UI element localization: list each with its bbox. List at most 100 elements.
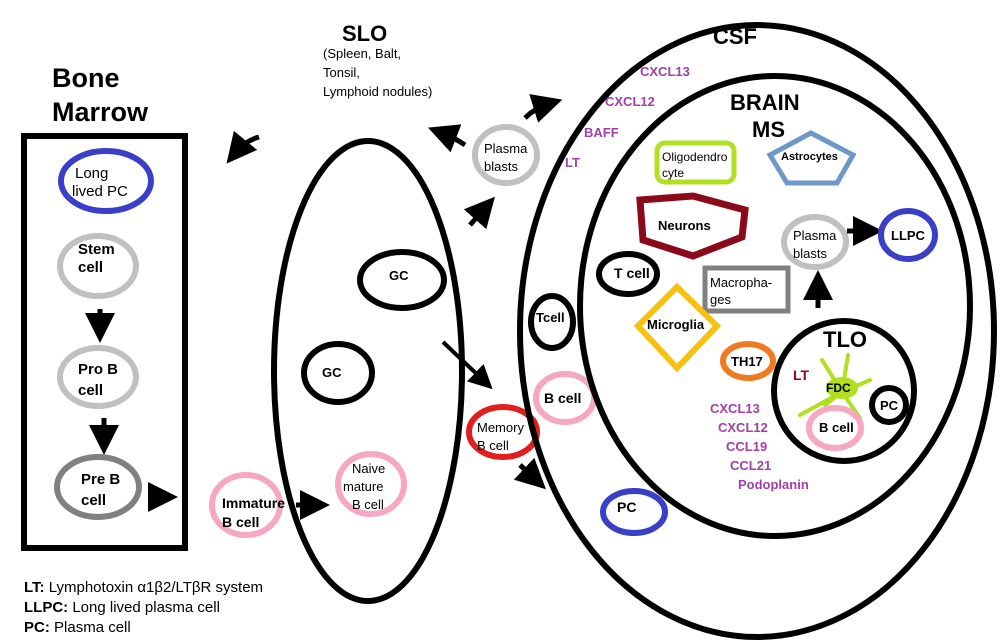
memory-to-csf-arrow <box>513 457 546 490</box>
naive-mature-b-cell <box>335 451 407 517</box>
brain-t-cell <box>596 251 660 297</box>
slo-to-bone-marrow-arrow <box>226 130 260 164</box>
plasma-to-slo-arrow <box>428 124 467 153</box>
plasma-blasts-brain-label-1: Plasma <box>793 228 837 243</box>
tlo-lt-label: LT <box>793 367 810 383</box>
fdc-label: FDC <box>826 381 851 395</box>
plasma-blasts-periphery-label-1: Plasma <box>484 141 528 156</box>
pre-b-cell <box>54 454 142 520</box>
memory-b-cell-label-1: Memory <box>477 420 524 435</box>
slo-subtitle-1: (Spleen, Balt, <box>323 46 401 61</box>
stem-cell <box>57 233 139 299</box>
tlo-b-cell-label: B cell <box>819 420 854 435</box>
slo-subtitle-2: Tonsil, <box>323 65 360 80</box>
th17-cell <box>720 341 776 381</box>
bone-marrow-title-line2: Marrow <box>52 97 149 127</box>
csf-t-cell <box>528 293 576 351</box>
brain-chemokine-ccl21: CCL21 <box>730 458 771 473</box>
legend-abbr-llpc: LLPC: <box>24 599 69 616</box>
plasma-to-csf-arrow <box>523 94 563 123</box>
csf-chemokine-baff: BAFF <box>584 125 619 140</box>
csf-title: CSF <box>713 24 757 49</box>
astrocytes-label: Astrocytes <box>781 151 838 163</box>
csf-pc <box>600 488 668 536</box>
legend-row-llpc: LLPC: Long lived plasma cell <box>24 598 263 618</box>
csf-chemokine-cxcl13: CXCL13 <box>640 64 690 79</box>
llpc-cell <box>878 208 938 262</box>
csf-chemokine-lt: LT <box>565 155 580 170</box>
plasma-blasts-brain-label-2: blasts <box>793 246 827 261</box>
macrophages-label-1: Macropha- <box>710 275 772 290</box>
fdc-shape <box>798 353 872 420</box>
astrocytes-shape <box>766 130 857 186</box>
tlo-title: TLO <box>823 327 867 352</box>
bone-marrow-box <box>21 133 188 551</box>
oligodendrocyte-label-2: cyte <box>662 166 684 180</box>
slo-ellipse <box>271 138 465 604</box>
bone-marrow-title-line1: Bone <box>52 63 120 93</box>
immature-b-cell-label-2: B cell <box>222 514 259 530</box>
immature-b-cell-label-1: Immature <box>222 495 285 511</box>
tlo-pc <box>869 385 909 425</box>
stem-cell-label-2: cell <box>78 259 103 276</box>
long-lived-pc-label-2: lived PC <box>72 183 128 200</box>
brain-title-line1: BRAIN <box>730 90 800 115</box>
slo-to-plasma-arrow <box>463 196 495 230</box>
pre-b-cell-label-2: cell <box>81 492 106 509</box>
th17-label: TH17 <box>731 354 763 369</box>
naive-mature-b-cell-label-2: mature <box>343 479 383 494</box>
legend-row-lt: LT: Lymphotoxin α1β2/LTβR system <box>24 578 263 598</box>
slo-subtitle-3: Lymphoid nodules) <box>323 84 432 99</box>
legend-abbr-lt: LT: <box>24 579 45 596</box>
oligodendrocyte-shape <box>654 140 737 185</box>
gc-upper <box>357 249 447 311</box>
naive-mature-b-cell-label-1: Naive <box>352 461 385 476</box>
legend-abbr-pc: PC: <box>24 619 50 636</box>
legend-text-llpc: Long lived plasma cell <box>72 599 220 616</box>
plasma-blasts-periphery <box>472 124 540 186</box>
slo-title: SLO <box>342 21 387 46</box>
neurons-shape <box>636 192 749 260</box>
microglia-shape <box>633 282 722 373</box>
csf-pc-label: PC <box>617 499 636 515</box>
macrophages-shape <box>702 265 791 314</box>
gc-to-memory-arrow <box>441 340 493 390</box>
legend: LT: Lymphotoxin α1β2/LTβR system LLPC: L… <box>24 578 263 638</box>
csf-b-cell-label: B cell <box>544 390 581 406</box>
plasma-blasts-periphery-label-2: blasts <box>484 159 518 174</box>
pre-b-cell-label-1: Pre B <box>81 471 120 488</box>
csf-t-cell-label: Tcell <box>536 310 565 325</box>
memory-b-cell-label-2: B cell <box>477 438 509 453</box>
naive-mature-b-cell-label-3: B cell <box>352 497 384 512</box>
brain-chemokine-ccl19: CCL19 <box>726 439 767 454</box>
pro-b-cell-label-1: Pro B <box>78 361 118 378</box>
brain-chemokine-cxcl12: CXCL12 <box>718 420 768 435</box>
long-lived-pc-label-1: Long <box>75 165 108 182</box>
tlo-pc-label: PC <box>880 398 899 413</box>
brain-chemokine-cxcl13: CXCL13 <box>710 401 760 416</box>
stem-cell-label-1: Stem <box>78 241 115 258</box>
legend-text-pc: Plasma cell <box>54 619 131 636</box>
brain-ellipse <box>577 73 973 539</box>
neurons-label: Neurons <box>658 218 711 233</box>
long-lived-pc-cell <box>58 148 154 214</box>
gc-upper-label: GC <box>389 268 409 283</box>
tlo-b-cell <box>806 405 864 451</box>
tlo-circle <box>771 318 917 464</box>
memory-b-cell <box>466 404 540 460</box>
brain-t-cell-label: T cell <box>614 265 650 281</box>
csf-ellipse <box>517 22 997 640</box>
csf-chemokine-cxcl12: CXCL12 <box>605 94 655 109</box>
llpc-label: LLPC <box>891 228 926 243</box>
pro-b-cell <box>57 345 139 409</box>
macrophages-label-2: ges <box>710 292 731 307</box>
legend-row-pc: PC: Plasma cell <box>24 618 263 638</box>
oligodendrocyte-label-1: Oligodendro <box>662 150 728 164</box>
plasma-blasts-brain <box>781 214 849 270</box>
pro-b-cell-label-2: cell <box>78 382 103 399</box>
brain-title-line2: MS <box>752 117 785 142</box>
gc-lower-label: GC <box>322 365 342 380</box>
microglia-label: Microglia <box>647 317 705 332</box>
legend-text-lt: Lymphotoxin α1β2/LTβR system <box>48 579 264 596</box>
